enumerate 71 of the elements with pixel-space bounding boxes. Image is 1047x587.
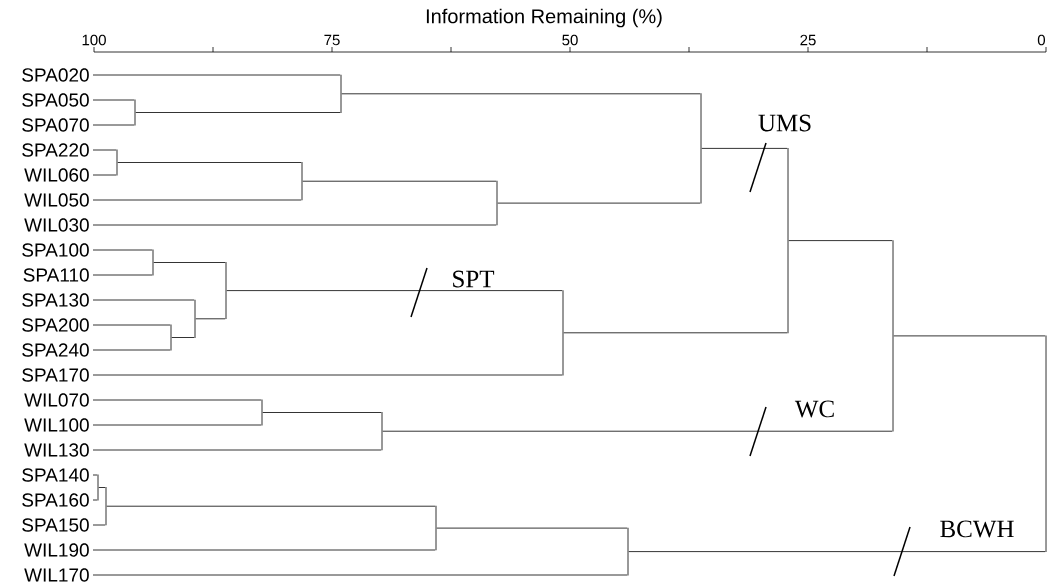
leaf-label: WIL100 xyxy=(24,418,89,432)
leaf-label: WIL070 xyxy=(24,393,89,407)
branch-line xyxy=(701,148,788,149)
leaf-label: SPA150 xyxy=(22,518,89,532)
branch-line xyxy=(92,199,302,201)
branch-line xyxy=(92,349,171,351)
branch-line xyxy=(92,499,98,501)
branch-line xyxy=(436,527,628,529)
branch-line xyxy=(563,332,788,334)
leaf-label: SPA220 xyxy=(22,143,89,157)
branch-line xyxy=(92,574,628,576)
branch-line xyxy=(117,162,302,163)
branch-line xyxy=(226,290,563,291)
branch-line xyxy=(628,551,1046,552)
tick-label: 25 xyxy=(800,34,816,46)
branch-line xyxy=(92,399,262,401)
branch-line xyxy=(92,149,117,151)
leaf-label: WIL130 xyxy=(24,443,89,457)
branch-line xyxy=(171,337,195,338)
branch-line xyxy=(302,180,497,182)
leaf-label: SPA200 xyxy=(22,318,89,332)
branch-line xyxy=(92,474,98,476)
branch-line xyxy=(92,324,171,326)
axis-title: Information Remaining (%) xyxy=(426,8,662,28)
branch-line xyxy=(497,202,701,204)
branch-line xyxy=(92,124,135,126)
branch-line xyxy=(788,240,893,241)
leaf-label: SPA140 xyxy=(22,468,89,482)
branch-line xyxy=(92,274,153,276)
branch-line xyxy=(195,318,226,320)
leaf-label: SPA160 xyxy=(22,493,89,507)
branch-line xyxy=(98,487,106,488)
group-label: WC xyxy=(794,400,834,418)
branch-line xyxy=(341,93,701,95)
leaf-label: WIL170 xyxy=(24,568,89,582)
leaf-label: SPA130 xyxy=(22,293,89,307)
branch-line xyxy=(92,549,436,551)
leaf-label: WIL060 xyxy=(24,168,89,182)
leaf-label: WIL190 xyxy=(24,543,89,557)
branch-line xyxy=(92,299,195,301)
tick-label: 50 xyxy=(562,34,578,46)
leaf-label: SPA110 xyxy=(23,268,89,282)
branch-line xyxy=(92,224,497,226)
leaf-label: SPA240 xyxy=(22,343,89,357)
branch-line xyxy=(92,74,341,76)
branch-line xyxy=(92,449,382,451)
leaf-label: WIL030 xyxy=(24,218,89,232)
branch-line xyxy=(893,335,1046,337)
group-label: BCWH xyxy=(940,520,1014,538)
branch-line xyxy=(92,174,117,176)
branch-line xyxy=(262,412,382,413)
leaf-label: SPA070 xyxy=(22,118,89,132)
branch-line xyxy=(92,524,106,526)
branch-line xyxy=(92,374,563,376)
branch-line xyxy=(92,249,153,251)
leaf-label: SPA100 xyxy=(22,243,89,257)
leaf-label: WIL050 xyxy=(24,193,89,207)
tick-label: 100 xyxy=(82,34,106,46)
leaf-label: SPA050 xyxy=(22,93,89,107)
branch-line xyxy=(92,424,262,426)
leaf-label: SPA170 xyxy=(22,368,89,382)
group-label: UMS xyxy=(758,114,811,132)
branch-line xyxy=(106,505,436,507)
branch-line xyxy=(135,112,341,113)
branch-line xyxy=(382,430,893,432)
leaf-label: SPA020 xyxy=(22,68,89,82)
group-label: SPT xyxy=(453,270,495,288)
branch-line xyxy=(153,262,226,263)
branch-line xyxy=(92,99,135,101)
tick-label: 75 xyxy=(324,34,340,46)
tick-label: 0 xyxy=(1037,34,1045,46)
